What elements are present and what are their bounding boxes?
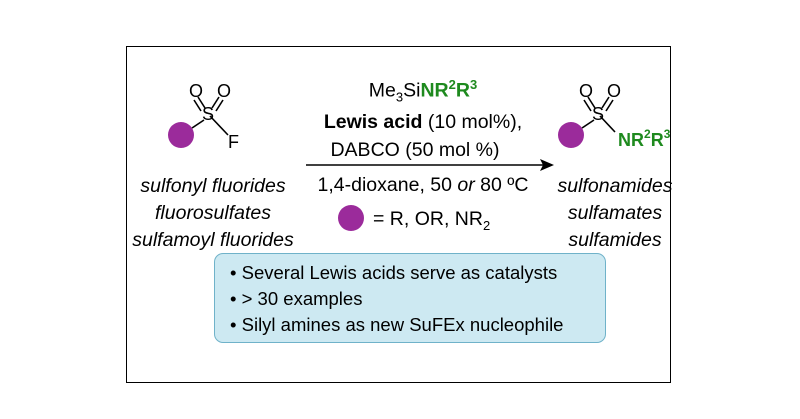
product-class: sulfonamides — [557, 175, 673, 197]
reactant-class: sulfamoyl fluorides — [132, 229, 294, 251]
product-s: S — [592, 104, 604, 124]
summary-item: • Several Lewis acids serve as catalysts — [230, 262, 558, 283]
reactant-f: F — [228, 132, 239, 152]
solvent-line: 1,4-dioxane, 50 or 80 ºC — [317, 174, 529, 196]
reactant-s: S — [202, 104, 214, 124]
legend-line: = R, OR, NR2 — [373, 208, 491, 233]
legend-ball — [338, 205, 364, 231]
reagent-line: Me3SiNR2R3 — [368, 77, 478, 105]
product-class: sulfamates — [567, 202, 663, 224]
base-line: DABCO (50 mol %) — [330, 139, 500, 161]
reactant-class: fluorosulfates — [155, 202, 271, 224]
scheme-frame — [126, 46, 671, 383]
substituent-ball — [168, 122, 194, 148]
substituent-ball — [558, 122, 584, 148]
reactant-class-list: sulfonyl fluorides fluorosulfates sulfam… — [128, 173, 298, 254]
product-class: sulfamides — [568, 229, 662, 251]
summary-box: • Several Lewis acids serve as catalysts… — [214, 253, 606, 343]
product-nr2r3: NR2R3 — [618, 127, 671, 150]
reactant-structure: O O S F — [168, 81, 239, 152]
product-o1: O — [579, 81, 593, 101]
product-o2: O — [607, 81, 621, 101]
reactant-o2: O — [217, 81, 231, 101]
product-class-list: sulfonamides sulfamates sulfamides — [556, 173, 674, 254]
reactant-class: sulfonyl fluorides — [140, 175, 286, 197]
summary-item: • Silyl amines as new SuFEx nucleophile — [230, 314, 564, 335]
reaction-arrow — [306, 159, 554, 171]
summary-item: • > 30 examples — [230, 288, 363, 309]
product-structure: O O S NR2R3 — [558, 81, 671, 150]
catalyst-line: Lewis acid (10 mol%), — [323, 111, 523, 133]
reactant-o1: O — [189, 81, 203, 101]
